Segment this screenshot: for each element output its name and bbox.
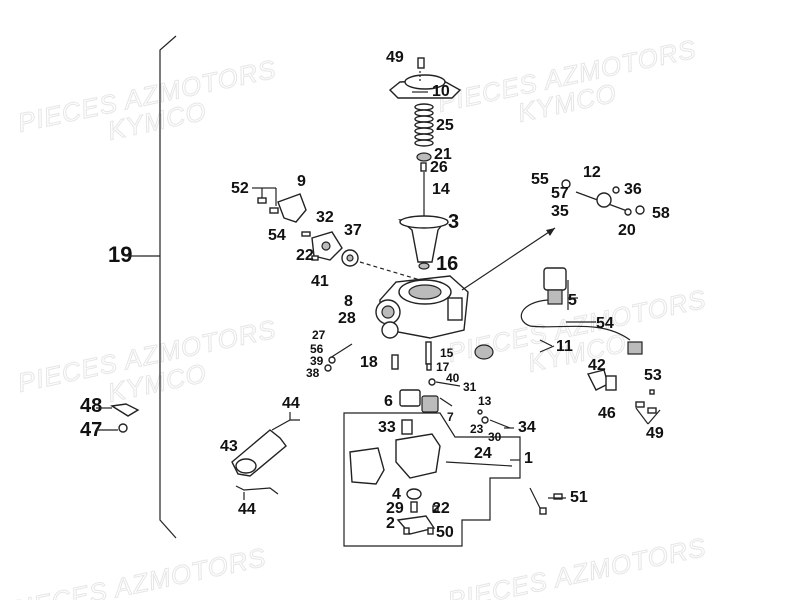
callout-labels: 49 10 25 21 26 14 3 16 52 9 32 37 54 22 … <box>80 49 670 541</box>
mixture-screw-set <box>477 409 511 429</box>
sensor-48-47 <box>110 403 140 433</box>
callout-54b: 54 <box>596 315 614 332</box>
callout-15: 15 <box>440 346 454 360</box>
callout-47: 47 <box>80 419 102 441</box>
callout-9: 9 <box>297 173 306 190</box>
callout-2: 2 <box>386 515 395 532</box>
callout-44-top: 44 <box>282 395 300 412</box>
callout-18: 18 <box>360 354 378 371</box>
callout-3: 3 <box>448 211 459 233</box>
callout-48: 48 <box>80 395 102 417</box>
callout-6: 6 <box>384 393 393 410</box>
callout-34: 34 <box>518 419 536 436</box>
bracket-9 <box>277 193 307 223</box>
float-chamber <box>395 433 441 479</box>
callout-53: 53 <box>644 367 662 384</box>
shaft-assembly <box>561 179 645 216</box>
callout-46: 46 <box>598 405 616 422</box>
callout-8: 8 <box>344 293 353 310</box>
callout-50: 50 <box>436 524 454 541</box>
screw-49 <box>417 57 425 69</box>
callout-56: 56 <box>310 342 324 356</box>
callout-19: 19 <box>108 242 132 267</box>
callout-55: 55 <box>531 171 549 188</box>
filter-and-hose <box>231 419 300 495</box>
callout-11: 11 <box>556 338 573 355</box>
sensor-42-46 <box>586 369 657 414</box>
callout-14: 14 <box>432 181 450 198</box>
svg-text:PIECES AZMOTORS: PIECES AZMOTORS <box>445 532 709 600</box>
vacuum-chamber-top <box>388 57 462 270</box>
screw-33 <box>401 419 413 435</box>
callout-30: 30 <box>488 430 502 444</box>
callout-16: 16 <box>436 253 458 275</box>
idle-screw-set <box>324 343 353 372</box>
callout-42: 42 <box>588 357 606 374</box>
callout-26: 26 <box>430 159 448 176</box>
callout-33: 33 <box>378 419 396 436</box>
leader-lines <box>359 71 556 291</box>
jets-18-15-17 <box>391 341 432 371</box>
sensor-connector-5 <box>520 267 643 355</box>
callout-17: 17 <box>436 360 450 374</box>
callout-28: 28 <box>338 310 356 327</box>
callout-44-bottom: 44 <box>238 501 256 518</box>
callout-58: 58 <box>652 205 670 222</box>
callout-38: 38 <box>306 366 320 380</box>
callout-21: 21 <box>434 146 452 163</box>
callout-39: 39 <box>310 354 324 368</box>
callout-10: 10 <box>432 83 450 100</box>
callout-29: 29 <box>386 500 404 517</box>
callout-43: 43 <box>220 438 238 455</box>
callout-1: 1 <box>524 450 533 467</box>
retainer-21 <box>416 152 432 162</box>
callout-54: 54 <box>268 227 286 244</box>
float-chamber-group-outline <box>343 412 521 547</box>
callout-35: 35 <box>551 203 569 220</box>
callout-57: 57 <box>551 185 569 202</box>
callout-5: 5 <box>568 292 577 309</box>
enricher-6 <box>399 389 421 407</box>
callout-20: 20 <box>618 222 636 239</box>
callout-37: 37 <box>344 222 362 239</box>
choke-parts <box>399 378 461 413</box>
jet-16 <box>418 262 430 270</box>
callout-leaders <box>96 187 661 500</box>
callout-27: 27 <box>312 328 326 342</box>
callout-22b: 22 <box>432 500 450 517</box>
callout-51: 51 <box>570 489 588 506</box>
callout-49b: 49 <box>646 425 664 442</box>
callout-13: 13 <box>478 394 492 408</box>
callout-31: 31 <box>463 380 477 394</box>
callout-24: 24 <box>474 445 492 462</box>
callout-7: 7 <box>447 410 454 424</box>
callout-36: 36 <box>624 181 642 198</box>
callout-4: 4 <box>392 486 401 503</box>
callout-41: 41 <box>311 273 329 290</box>
bolts-51 <box>529 487 563 515</box>
callout-40: 40 <box>446 371 460 385</box>
gasket <box>349 447 385 485</box>
callout-12: 12 <box>583 164 601 181</box>
float-chamber-parts <box>349 419 513 535</box>
callout-49: 49 <box>386 49 404 66</box>
throttle-linkage-parts <box>257 193 359 267</box>
callout-52: 52 <box>231 180 249 197</box>
svg-text:PIECES AZMOTORS: PIECES AZMOTORS <box>5 542 269 600</box>
callout-25: 25 <box>436 117 454 134</box>
carburetor-body <box>375 275 494 360</box>
callout-23: 23 <box>470 422 484 436</box>
callout-32: 32 <box>316 209 334 226</box>
callout-22: 22 <box>296 247 314 264</box>
spring-25 <box>414 103 434 147</box>
assembly-bracket-19 <box>140 35 177 539</box>
